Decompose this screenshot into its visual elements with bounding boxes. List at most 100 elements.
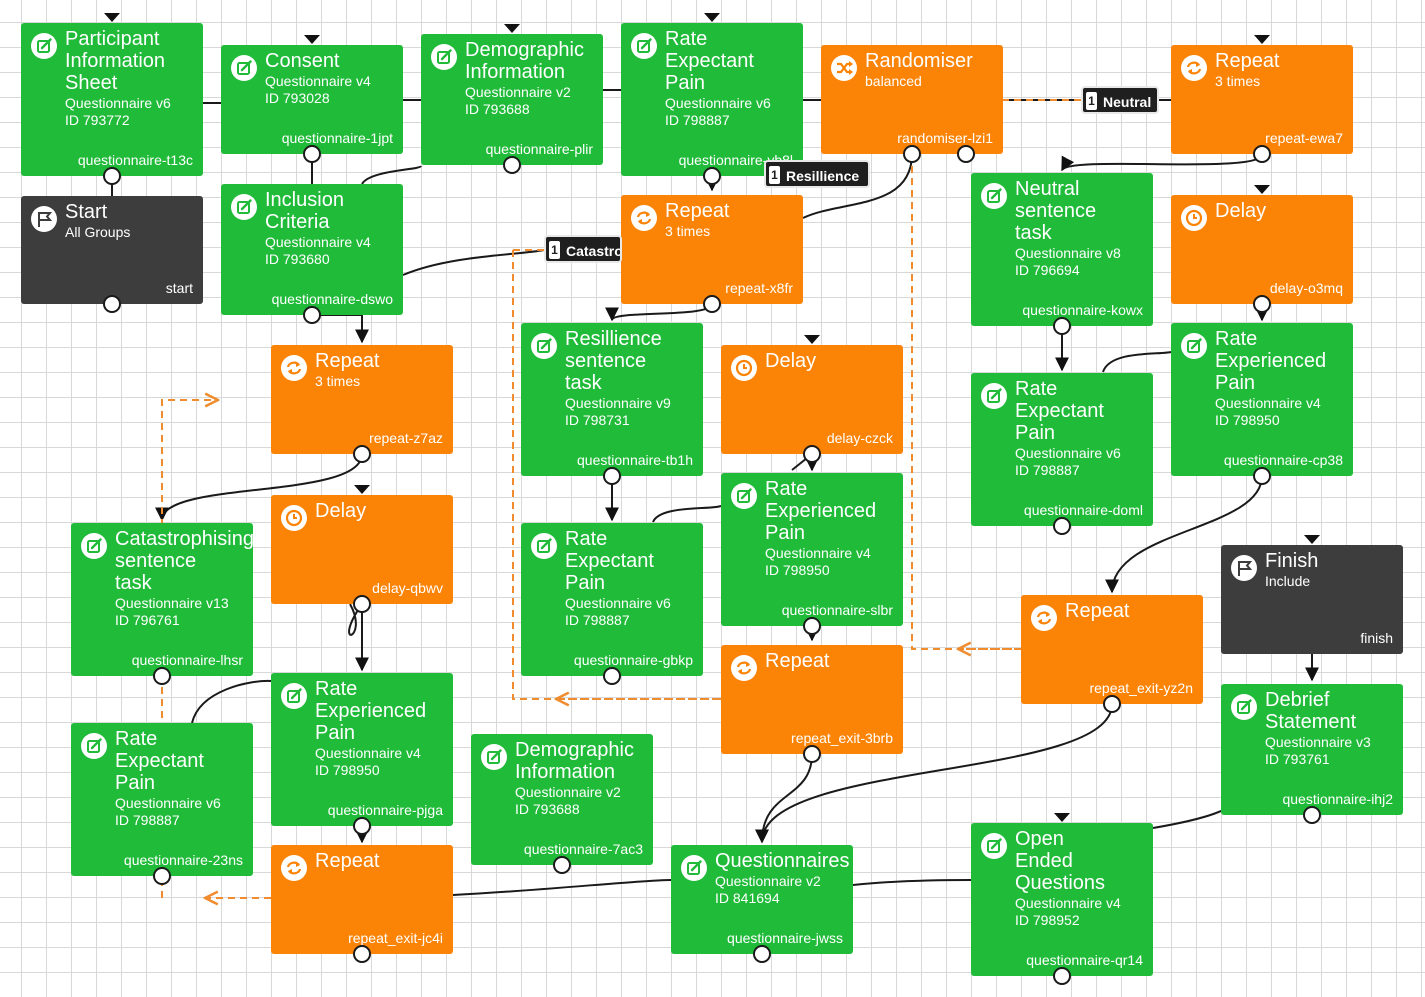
node-subtitle: 3 times [665,223,711,239]
output-port[interactable] [1053,517,1071,535]
output-port[interactable] [957,145,975,163]
output-port[interactable] [1053,317,1071,335]
node-title: Consent [265,50,403,72]
output-port[interactable] [353,945,371,963]
node-id: ID 798887 [1015,462,1080,478]
output-port[interactable] [353,817,371,835]
output-port[interactable] [803,745,821,763]
output-port[interactable] [703,295,721,313]
output-port[interactable] [753,945,771,963]
node-delay-czck[interactable]: Delay delay-czck [721,345,903,454]
output-port[interactable] [353,445,371,463]
incoming-arrow [504,24,520,33]
node-id: ID 796694 [1015,262,1080,278]
node-subtitle: Questionnaire v6 [1015,445,1121,461]
node-title: Repeat [1065,600,1203,622]
node-id: ID 793772 [65,112,130,128]
node-key: questionnaire-pjga [327,802,443,818]
output-port[interactable] [903,145,921,163]
branch-label-neutral[interactable]: 1 Neutral [1081,86,1159,114]
output-port[interactable] [353,595,371,613]
output-port[interactable] [503,156,521,174]
output-port[interactable] [603,667,621,685]
output-port[interactable] [103,167,121,185]
output-port[interactable] [1053,967,1071,985]
output-port[interactable] [703,167,721,185]
output-port[interactable] [553,856,571,874]
node-title-line: Delay [765,350,817,372]
output-port[interactable] [103,295,121,313]
connector [402,249,545,276]
node-title-line: sentence [1015,200,1097,222]
repeat-icon [281,355,307,381]
output-port[interactable] [1253,295,1271,313]
edit-icon [531,533,557,559]
node-title-line: Catastrophising [115,528,253,550]
node-id: ID 793688 [515,801,580,817]
output-port[interactable] [1253,145,1271,163]
branch-label-resillience[interactable]: 1 Resillience [764,160,870,188]
connector [652,505,722,523]
node-title-line: Rate [665,28,708,50]
node-key: questionnaire-cp38 [1223,452,1343,468]
node-title: Repeat [315,350,453,372]
node-key: repeat-z7az [369,430,443,446]
output-port[interactable] [153,667,171,685]
loop-connector [161,400,218,898]
output-port[interactable] [303,145,321,163]
node-subtitle: Questionnaire v6 [65,95,171,111]
output-port[interactable] [803,445,821,463]
output-port[interactable] [153,867,171,885]
output-port[interactable] [1103,695,1121,713]
node-key: questionnaire-doml [1023,502,1143,518]
output-port[interactable] [1303,806,1321,824]
node-key: repeat_exit-jc4i [348,930,443,946]
node-key: delay-czck [826,430,893,446]
output-port[interactable] [603,467,621,485]
node-subtitle: Questionnaire v6 [565,595,671,611]
node-key: questionnaire-23ns [123,852,243,868]
node-title-line: Expectant [115,750,204,772]
output-port[interactable] [1253,467,1271,485]
branch-label-catastro[interactable]: 1 Catastro [544,235,622,263]
output-port[interactable] [803,617,821,635]
edit-icon [231,194,257,220]
edit-icon [981,183,1007,209]
node-title-line: Delay [315,500,367,522]
output-port[interactable] [303,306,321,324]
node-title-line: Neutral [1015,178,1080,200]
branch-label-text: Catastro [566,243,622,259]
